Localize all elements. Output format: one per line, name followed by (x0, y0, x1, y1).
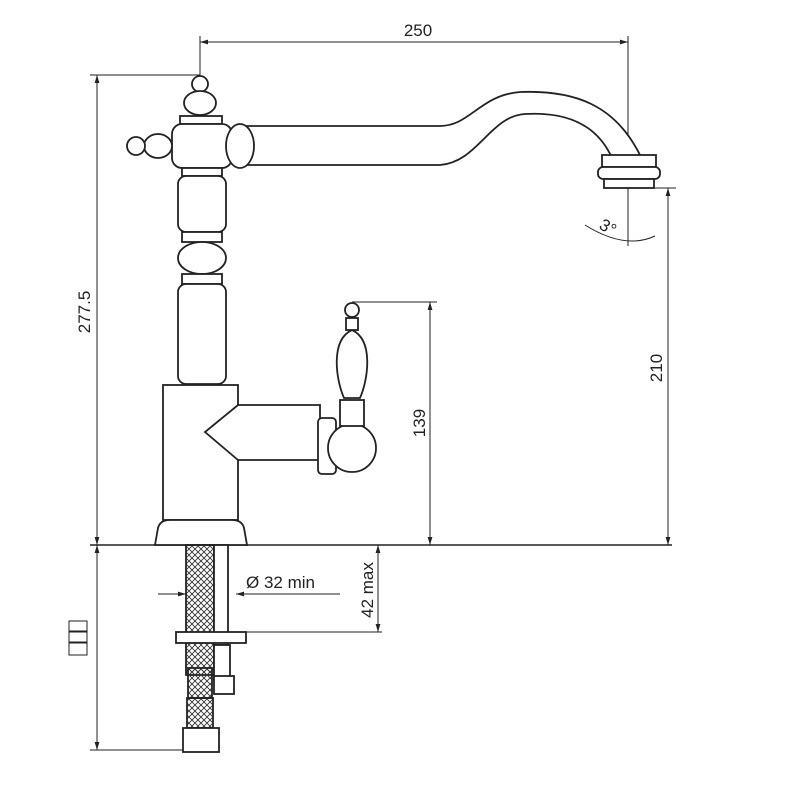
dimension-spout-height: 210 (610, 187, 676, 545)
deck-thickness-label: 42 max (358, 562, 377, 618)
spout-height-label: 210 (647, 354, 666, 382)
dimension-hole-diameter: Ø 32 min (158, 573, 340, 597)
dimension-deck-thickness: 42 max (240, 545, 382, 633)
spout-angle-label: 3° (596, 215, 620, 240)
dimension-total-height: 277.5 (75, 74, 200, 545)
dimension-hose-length (68, 545, 190, 751)
total-height-label: 277.5 (75, 291, 94, 334)
spout (239, 90, 661, 189)
spout-reach-label: 250 (404, 21, 432, 40)
faucet-handle[interactable] (317, 302, 377, 475)
handle-height-label: 139 (410, 409, 429, 437)
faucet-body (153, 384, 321, 546)
faucet-column (126, 75, 255, 385)
dimension-handle-height: 139 (352, 301, 437, 545)
dimension-spout-reach: 250 (199, 21, 629, 150)
spout-angle-indicator: 3° (584, 188, 656, 246)
hole-diameter-label: Ø 32 min (246, 573, 315, 592)
supply-hoses (175, 544, 247, 753)
